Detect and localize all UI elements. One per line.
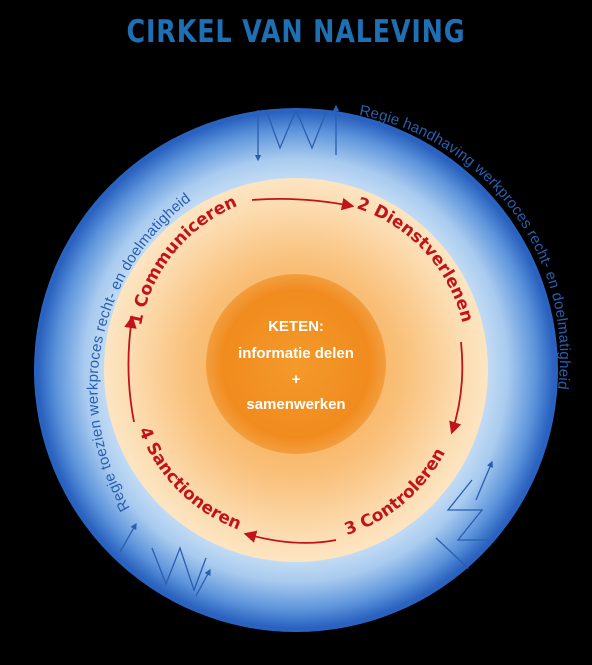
feedback-marks-right [435,460,493,569]
up-arrow-icon [119,522,137,553]
arrow-4-to-1 [124,315,137,423]
center-plus: + [292,371,301,388]
feedback-marks-top [254,104,340,162]
up-arrow-icon [475,460,493,501]
arrow-1-to-2 [251,197,355,211]
zigzag-icon [151,546,207,592]
diagram-title: CIRKEL VAN NALEVING [126,14,466,50]
feedback-marks-bottom-left [119,522,211,597]
zigzag-icon [446,479,490,541]
center-heading: KETEN: [268,318,324,335]
arrow-3-to-4 [243,530,337,544]
zigzag-icon [265,108,328,150]
cycle-arrows [124,197,464,544]
center-circle [206,274,386,454]
arrow-2-to-3 [449,341,464,435]
center-line-2: samenwerken [246,396,345,413]
down-arrow-icon [195,568,211,597]
down-arrow-icon [435,537,469,569]
center-line-1: informatie delen [238,345,354,362]
